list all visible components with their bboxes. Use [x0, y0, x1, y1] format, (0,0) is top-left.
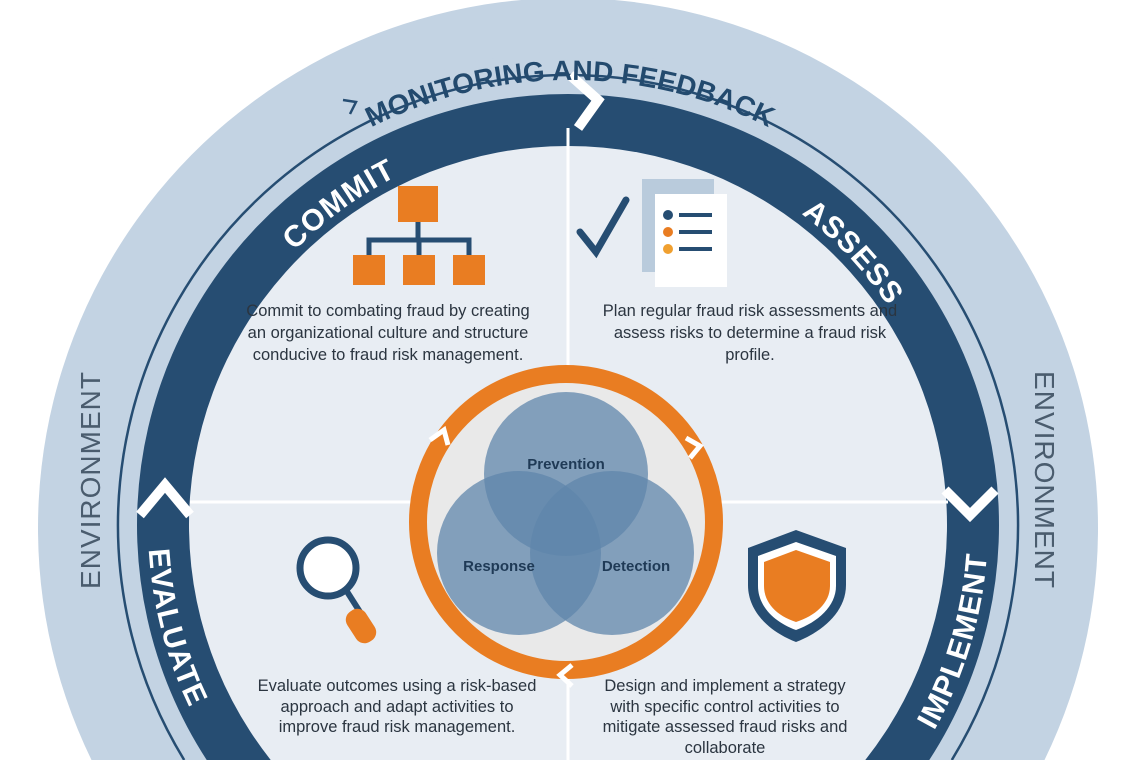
evaluate-description: Evaluate outcomes using a risk-based app… — [257, 677, 537, 736]
shield-icon — [748, 530, 846, 642]
arrow-icon — [342, 98, 358, 115]
commit-description: Commit to combating fraud by creating an… — [246, 302, 530, 364]
venn-prevention: Prevention — [527, 456, 605, 473]
environment-left: ENVIRONMENT — [75, 371, 106, 589]
chevron-right — [941, 486, 999, 523]
environment-right: ENVIRONMENT — [1029, 371, 1060, 589]
chevron-top — [566, 71, 605, 131]
org-chart-icon — [353, 186, 485, 285]
chevron-left — [136, 477, 194, 519]
assess-description: Plan regular fraud risk assessments and … — [602, 302, 898, 364]
checklist-icon — [576, 179, 727, 287]
venn-response: Response — [463, 558, 535, 575]
venn-detection: Detection — [602, 558, 670, 575]
magnifier-icon — [296, 536, 377, 644]
thin-cycle-line — [116, 73, 1020, 760]
implement-description: Design and implement a strategy with spe… — [602, 677, 848, 757]
venn-diagram — [437, 392, 694, 635]
